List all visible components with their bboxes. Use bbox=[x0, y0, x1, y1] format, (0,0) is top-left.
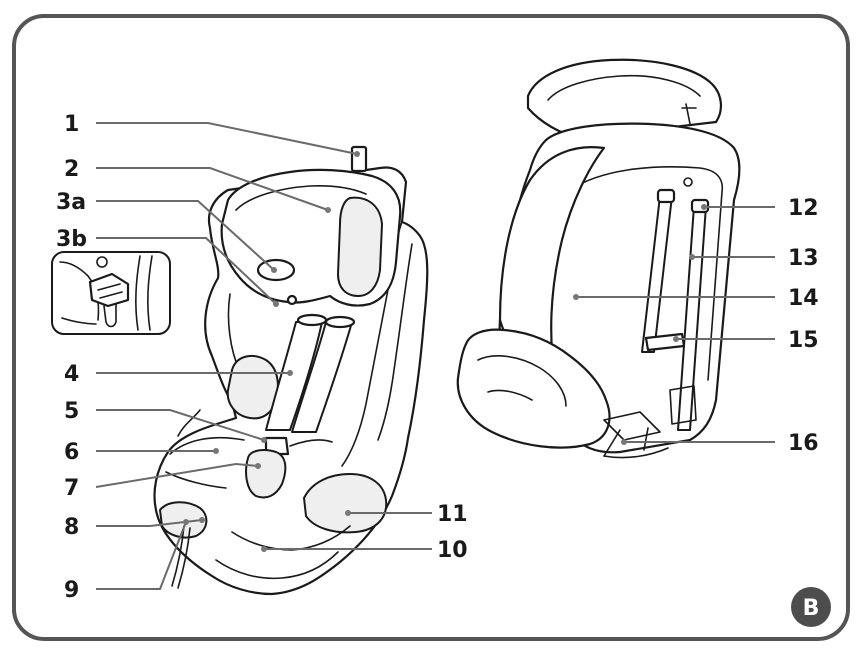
shoulder-pad-left bbox=[228, 356, 278, 418]
label-16: 16 bbox=[788, 431, 819, 456]
label-1: 1 bbox=[64, 112, 79, 137]
tension-adjuster-15 bbox=[646, 334, 684, 350]
armrest-belt-guide bbox=[304, 474, 386, 532]
label-6: 6 bbox=[64, 440, 79, 465]
label-11: 11 bbox=[437, 502, 468, 527]
headrest-pad-right bbox=[338, 198, 382, 296]
badge-letter: B bbox=[803, 596, 820, 621]
harness-adjust-3b bbox=[288, 296, 296, 304]
label-9: 9 bbox=[64, 578, 79, 603]
label-14: 14 bbox=[788, 286, 819, 311]
section-badge: B bbox=[791, 587, 831, 627]
label-4: 4 bbox=[64, 362, 79, 387]
inset-detail-3b bbox=[52, 252, 170, 334]
label-2: 2 bbox=[64, 157, 79, 182]
label-13: 13 bbox=[788, 246, 819, 271]
label-3a: 3a bbox=[56, 190, 86, 215]
label-5: 5 bbox=[64, 399, 79, 424]
label-7: 7 bbox=[64, 476, 79, 501]
label-8: 8 bbox=[64, 515, 79, 540]
label-12: 12 bbox=[788, 196, 819, 221]
label-10: 10 bbox=[437, 538, 468, 563]
headrest-adjust-handle bbox=[352, 147, 366, 171]
label-15: 15 bbox=[788, 328, 819, 353]
label-3b: 3b bbox=[56, 227, 87, 252]
